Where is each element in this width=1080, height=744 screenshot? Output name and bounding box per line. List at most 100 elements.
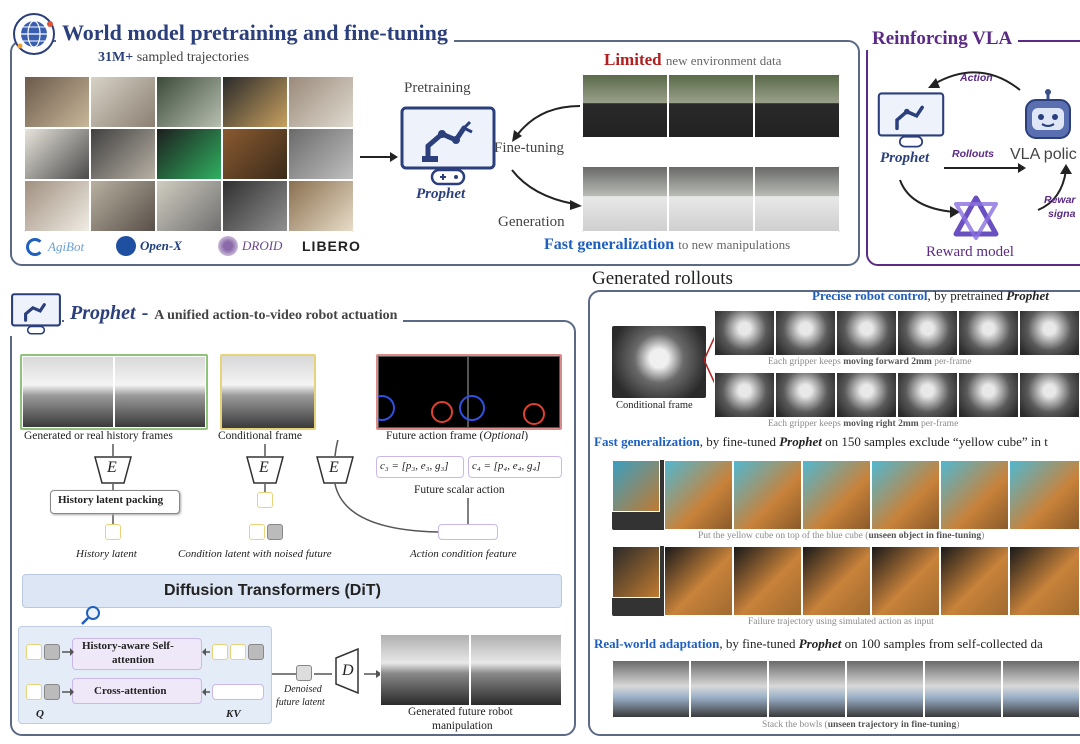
self-attention-label-2: attention bbox=[112, 654, 155, 666]
reward-signal-label-1: Rewar bbox=[1044, 194, 1076, 206]
history-frames-label: Generated or real history frames bbox=[24, 430, 173, 442]
denoised-latent-token bbox=[296, 665, 312, 681]
future-scalar-label: Future scalar action bbox=[414, 484, 505, 496]
generated-strip bbox=[582, 166, 840, 232]
realworld-title: Real-world adaptation bbox=[594, 636, 720, 651]
droid-icon bbox=[218, 236, 238, 256]
agibot-icon bbox=[26, 238, 44, 256]
fastgen-title: Fast generalization bbox=[594, 434, 700, 449]
prophet-title-dash: - bbox=[141, 302, 149, 324]
fastgen-rest-b: on 150 samples exclude “yellow cube” in … bbox=[825, 434, 1048, 449]
rollout-conditional-label: Conditional frame bbox=[616, 400, 693, 411]
magnifier-icon bbox=[80, 604, 102, 626]
prophet-label: Prophet bbox=[416, 186, 466, 202]
generated-label-2: manipulation bbox=[432, 720, 493, 732]
generated-future-frames bbox=[380, 634, 562, 706]
future-action-label: Future action frame (Optional) bbox=[386, 430, 528, 442]
cross-attn-kv-box bbox=[212, 684, 264, 700]
condition-latent-top bbox=[257, 492, 273, 508]
rollouts-title: Generated rollouts bbox=[586, 268, 739, 290]
dit-internal-arrows bbox=[62, 648, 210, 696]
droid-label: DROID bbox=[242, 238, 283, 253]
caption-success-b: unseen object in fine-tuning bbox=[868, 531, 982, 541]
condition-latent-noised bbox=[267, 524, 283, 540]
decoder-shape bbox=[335, 648, 359, 694]
c3-action-text: c₃ = [p₃, e₃, g₃] bbox=[380, 460, 449, 472]
fastgen-rest-a: , by fine-tuned bbox=[699, 434, 776, 449]
action-encoder bbox=[316, 456, 354, 484]
droid-logo: DROID bbox=[218, 236, 282, 256]
reward-model-label: Reward model bbox=[926, 244, 1014, 260]
precise-rest: , by pretrained bbox=[927, 288, 1003, 303]
trajectories-label: 31M+ sampled trajectories bbox=[98, 50, 249, 66]
cross-attn-input-2 bbox=[44, 684, 60, 700]
conditional-frame bbox=[220, 354, 316, 430]
robot-head-icon bbox=[1020, 88, 1076, 144]
libero-label: LIBERO bbox=[302, 238, 361, 254]
reward-model-icon bbox=[952, 194, 1000, 242]
openx-label: Open-X bbox=[140, 238, 182, 253]
rollout-right-strip bbox=[714, 372, 1080, 418]
future-action-frames bbox=[376, 354, 562, 430]
caption-success: Put the yellow cube on top of the blue c… bbox=[698, 531, 984, 541]
cross-attention-label: Cross-attention bbox=[94, 685, 167, 697]
reward-signal-label-2: signa bbox=[1048, 208, 1076, 220]
history-latent-label: History latent bbox=[76, 548, 137, 560]
prophet-title-name: Prophet bbox=[70, 302, 136, 324]
precise-heading: Precise robot control, by pretrained Pro… bbox=[812, 288, 1049, 304]
prophet-title: Prophet - A unified action-to-video robo… bbox=[64, 302, 404, 325]
condition-encoder bbox=[246, 456, 284, 484]
c4-action-box bbox=[468, 456, 562, 478]
fastgen-success-strip bbox=[612, 460, 1080, 530]
fastgen-heading: Fast generalization, by fine-tuned Proph… bbox=[594, 434, 1048, 450]
trajectories-count: 31M+ bbox=[98, 50, 134, 65]
caption-realworld: Stack the bowls (unseen trajectory in fi… bbox=[762, 720, 959, 730]
condition-latent-label: Condition latent with noised future bbox=[178, 548, 332, 560]
self-attention-label-1: History-aware Self- bbox=[82, 640, 174, 652]
c3-action-box bbox=[376, 456, 464, 478]
rl-vla-label: VLA polic bbox=[1010, 146, 1077, 163]
precise-model: Prophet bbox=[1006, 288, 1049, 303]
dit-bar bbox=[22, 574, 562, 608]
history-latent-packing-label: History latent packing bbox=[58, 494, 164, 506]
caption-realworld-a: Stack the bowls ( bbox=[762, 720, 828, 730]
rollout-forward-strip bbox=[714, 310, 1080, 356]
dataset-photo-grid bbox=[24, 76, 354, 232]
self-attn-kv-1 bbox=[212, 644, 228, 660]
realworld-model: Prophet bbox=[798, 636, 842, 651]
realworld-heading: Real-world adaptation, by fine-tuned Pro… bbox=[594, 636, 1043, 652]
future-action-close: ) bbox=[524, 430, 529, 442]
caption-success-a: Put the yellow cube on top of the blue c… bbox=[698, 531, 869, 541]
encoder-connectors bbox=[112, 440, 469, 533]
self-attn-input-1 bbox=[26, 644, 42, 660]
self-attn-input-2 bbox=[44, 644, 60, 660]
denoised-label-1: Denoised bbox=[284, 684, 322, 695]
limited-word: Limited bbox=[604, 50, 662, 69]
decoder-connectors bbox=[272, 670, 382, 678]
prophet-title-desc: A unified action-to-video robot actuatio… bbox=[154, 308, 398, 323]
condition-latent-clean bbox=[249, 524, 265, 540]
generation-label: Generation bbox=[498, 214, 565, 230]
history-latent-token bbox=[105, 524, 121, 540]
action-encoder-symbol: E bbox=[329, 459, 339, 476]
caption-right-b: moving right 2mm bbox=[843, 419, 919, 429]
rl-rollouts-label: Rollouts bbox=[952, 148, 994, 160]
caption-right-a: Each gripper keeps bbox=[768, 419, 841, 429]
caption-realworld-b: unseen trajectory in fine-tuning bbox=[827, 720, 957, 730]
future-action-text: Future action frame ( bbox=[386, 430, 484, 442]
caption-right-c: per-frame bbox=[921, 419, 959, 429]
caption-forward-c: per-frame bbox=[934, 357, 972, 367]
realworld-rest-b: on 100 samples from self-collected da bbox=[844, 636, 1043, 651]
cross-attention-block bbox=[72, 678, 202, 704]
denoised-label-2: future latent bbox=[276, 697, 325, 708]
finetune-arrows bbox=[511, 105, 582, 210]
history-encoder-symbol: E bbox=[107, 459, 117, 476]
self-attn-kv-2 bbox=[230, 644, 246, 660]
pretraining-title: World model pretraining and fine-tuning bbox=[56, 20, 454, 46]
generated-label-1: Generated future robot bbox=[408, 706, 513, 718]
self-attn-kv-3 bbox=[248, 644, 264, 660]
limited-data-strip bbox=[582, 74, 840, 138]
dit-label: Diffusion Transformers (DiT) bbox=[164, 582, 381, 599]
pretraining-label: Pretraining bbox=[404, 80, 471, 96]
cross-attn-input-1 bbox=[26, 684, 42, 700]
